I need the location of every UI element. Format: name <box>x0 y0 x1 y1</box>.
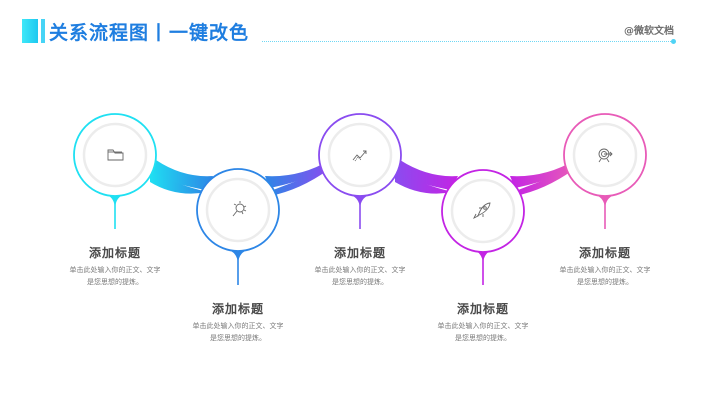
stem-2 <box>231 251 245 285</box>
step-description: 单击此处输入你的正文、文字 是您思想的提炼。 <box>437 322 529 342</box>
step-caption-4: 添加标题 单击此处输入你的正文、文字 是您思想的提炼。 <box>418 300 548 344</box>
page-title: 关系流程图丨一键改色 <box>49 22 250 44</box>
stem-5 <box>598 196 612 229</box>
lightbulb-icon <box>232 201 247 217</box>
header-decoration-bar <box>41 19 45 43</box>
step-description: 单击此处输入你的正文、文字 是您思想的提炼。 <box>69 266 161 286</box>
folder-icon <box>107 149 124 161</box>
step-description: 单击此处输入你的正文、文字 是您思想的提炼。 <box>192 322 284 342</box>
connector-2-3b <box>268 170 328 196</box>
step-title: 添加标题 <box>211 302 264 316</box>
stem-1 <box>109 196 121 229</box>
connector-3-4 <box>393 160 458 190</box>
rocket-icon <box>472 202 491 220</box>
step-circle-1 <box>73 113 157 197</box>
title-divider-dot <box>671 39 676 44</box>
step-description: 单击此处输入你的正文、文字 是您思想的提炼。 <box>314 266 406 286</box>
step-title: 添加标题 <box>456 302 509 316</box>
step-caption-3: 添加标题 单击此处输入你的正文、文字 是您思想的提炼。 <box>295 244 425 288</box>
step-circle-5 <box>563 113 647 197</box>
connector-3-4b <box>395 170 453 194</box>
trend-chart-icon <box>352 150 367 162</box>
step-title: 添加标题 <box>333 246 386 260</box>
connector-2-3 <box>265 160 330 188</box>
step-circle-2 <box>196 168 280 252</box>
stem-3 <box>353 196 367 229</box>
connector-1-2 <box>148 160 213 190</box>
brand-label: @微软文档 <box>624 26 674 37</box>
connector-4-5b <box>513 170 573 196</box>
step-title: 添加标题 <box>578 246 631 260</box>
step-circle-4 <box>441 169 525 253</box>
target-icon <box>598 148 613 163</box>
step-circle-3 <box>318 113 402 197</box>
title-divider-line <box>262 41 673 42</box>
step-caption-2: 添加标题 单击此处输入你的正文、文字 是您思想的提炼。 <box>173 300 303 344</box>
step-description: 单击此处输入你的正文、文字 是您思想的提炼。 <box>559 266 651 286</box>
connector-4-5 <box>510 160 575 188</box>
step-caption-5: 添加标题 单击此处输入你的正文、文字 是您思想的提炼。 <box>540 244 670 288</box>
header-decoration-block <box>22 19 38 43</box>
step-caption-1: 添加标题 单击此处输入你的正文、文字 是您思想的提炼。 <box>50 244 180 288</box>
step-title: 添加标题 <box>88 246 141 260</box>
connector-1-2b <box>150 170 208 194</box>
stem-4 <box>476 251 490 285</box>
